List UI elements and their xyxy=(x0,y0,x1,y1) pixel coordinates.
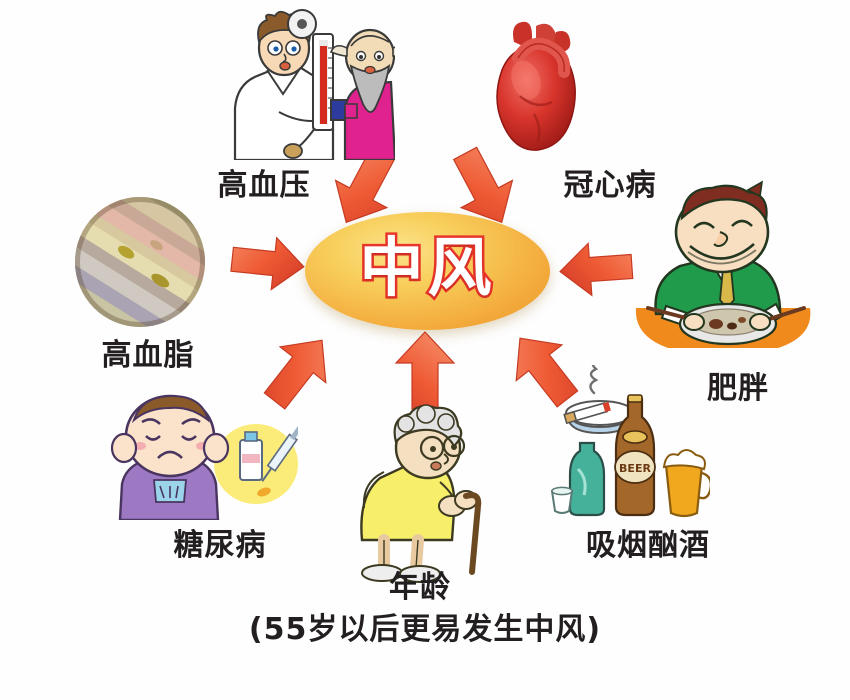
cigarette-and-alcohol-illustration: BEER xyxy=(550,365,710,520)
anatomical-heart-illustration xyxy=(468,18,588,163)
label-obesity: 肥胖 xyxy=(707,371,769,406)
label-hyperlipidemia: 高血脂 xyxy=(101,338,195,373)
label-age-note: (55岁以后更易发生中风) xyxy=(248,612,602,647)
arrow-up-right-to-center xyxy=(262,330,334,412)
label-diabetes: 糖尿病 xyxy=(173,528,267,563)
label-smoking-drinking: 吸烟酗酒 xyxy=(586,528,710,563)
vessel-cross-section-circle xyxy=(75,197,205,327)
elderly-woman-with-cane-illustration xyxy=(340,400,500,585)
arrow-down-right-to-center xyxy=(330,145,400,230)
svg-text:BEER: BEER xyxy=(619,462,651,475)
center-ellipse: 中风 xyxy=(305,212,550,330)
doctor-measuring-blood-pressure-illustration xyxy=(205,8,395,160)
arrow-left-to-center xyxy=(556,238,636,300)
arrow-down-left-to-center xyxy=(448,145,518,230)
label-age: 年龄 xyxy=(389,570,451,605)
center-label: 中风 xyxy=(357,232,496,306)
label-coronary-heart-disease: 冠心病 xyxy=(563,168,657,203)
arrow-up-left-to-center xyxy=(508,328,580,410)
arrow-right-to-center xyxy=(228,232,308,294)
sick-child-with-insulin-illustration xyxy=(98,392,298,520)
center-node-stroke: 中风 xyxy=(305,212,550,330)
blood-vessel-plaque-circle-photo xyxy=(75,197,205,327)
label-hypertension: 高血压 xyxy=(217,168,311,203)
overweight-man-eating-illustration xyxy=(628,180,818,355)
